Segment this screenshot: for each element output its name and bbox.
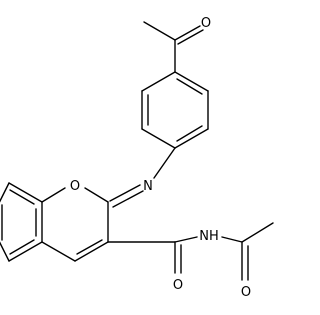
bond-benzo-inner-c bbox=[9, 239, 35, 255]
bond-c2-o1 bbox=[84, 187, 109, 203]
amide-oxygen-label: O bbox=[173, 278, 183, 293]
bond-c5-c6 bbox=[0, 241, 10, 262]
bond-ketone-co-1 bbox=[174, 25, 201, 41]
bond-ring1-inner-a bbox=[176, 78, 203, 95]
ring-oxygen-label: O bbox=[70, 179, 80, 194]
imine-nitrogen-label: N bbox=[143, 179, 153, 194]
bond-amide-nh bbox=[174, 236, 198, 243]
bond-o1-c8a bbox=[41, 187, 66, 203]
bond-c4-c4a bbox=[41, 241, 76, 262]
bond-methyl-carbonyl bbox=[143, 21, 176, 41]
bond-c3-c4 bbox=[74, 241, 109, 262]
bond-c4a-c5 bbox=[8, 241, 43, 262]
bond-c8-c7 bbox=[0, 182, 10, 203]
bond-ring1-d bbox=[141, 128, 176, 149]
bond-ring-nitrogen bbox=[153, 147, 176, 179]
bond-ring1-c bbox=[174, 128, 209, 149]
bond-ketone-co-2 bbox=[177, 29, 204, 45]
bond-ring1-a bbox=[174, 71, 209, 92]
acetyl-oxygen-label: O bbox=[241, 285, 251, 300]
bond-benzo-inner-b bbox=[9, 189, 35, 205]
bond-c3-c4-inner bbox=[76, 239, 103, 255]
bond-imine-1 bbox=[109, 184, 141, 202]
amide-nitrogen-label: NH bbox=[199, 229, 219, 244]
ketone-oxygen-label: O bbox=[201, 16, 211, 31]
molecule-diagram: O N O NH O O bbox=[0, 16, 274, 300]
bond-acetyl-methyl bbox=[241, 222, 274, 243]
bond-imine-2 bbox=[112, 190, 144, 208]
bond-ring1-inner-b bbox=[176, 125, 203, 142]
bond-ring1-f bbox=[141, 71, 176, 92]
bond-c8a-c8 bbox=[8, 182, 43, 203]
bond-nh-acetyl bbox=[221, 236, 243, 243]
